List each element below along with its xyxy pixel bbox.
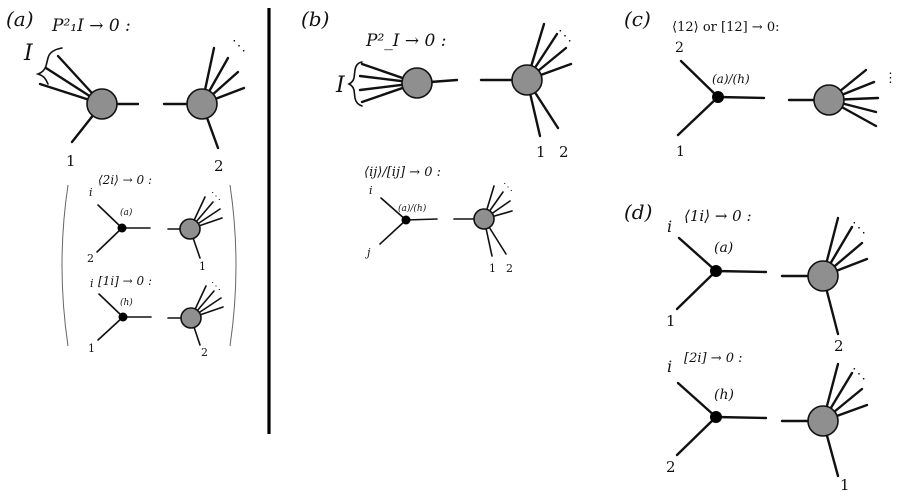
panel-d-bottom-vertex-label: (h) xyxy=(714,387,734,403)
panel-c-leg-top-label: 2 xyxy=(675,40,684,56)
panel-d-tag: (d) xyxy=(624,200,652,224)
panel-a-sub2-vertex-label: (h) xyxy=(120,297,133,308)
panel-b-right-blob-diagram: ⋱ 1 2 xyxy=(479,22,573,161)
panel-b-sub-leg2: 2 xyxy=(506,262,513,275)
svg-text:⋱: ⋱ xyxy=(503,182,513,193)
panel-c-condition: ⟨12⟩ or [12] → 0: xyxy=(672,20,780,35)
panel-a-sub1-leg-j: 2 xyxy=(87,252,94,265)
panel-b-leg1-label: 1 xyxy=(536,143,546,161)
panel-b-tag: (b) xyxy=(301,7,329,31)
panel-a-sub2-condition: [1i] → 0 : xyxy=(98,274,152,288)
panel-a-sub1-blob xyxy=(179,218,201,240)
panel-c: (c) ⟨12⟩ or [12] → 0: 2 1 (a)/(h) ⋮ xyxy=(624,7,897,160)
panel-a-set-label: I xyxy=(23,41,34,66)
panel-c-blob xyxy=(813,84,845,116)
panel-c-vertex xyxy=(712,91,724,103)
panel-b-left-blob-diagram xyxy=(358,62,459,104)
panel-d-top-vertex-label: (a) xyxy=(714,240,733,256)
panel-b-sub-leg1: 1 xyxy=(489,262,496,275)
panel-a-sub2-blob xyxy=(180,307,202,329)
panel-d-bottom-vertex xyxy=(710,411,722,423)
svg-text:⋱: ⋱ xyxy=(211,191,221,202)
panel-d-top-leg-out: 2 xyxy=(834,337,844,355)
panel-b-sub-vertex xyxy=(401,215,411,225)
panel-b-set-label: I xyxy=(335,73,346,98)
panel-b: (b) P²_I → 0 : I ⋱ 1 2 ⟨ij⟩/[ij] → 0 xyxy=(301,7,573,275)
panel-d-bottom-leg-j: 2 xyxy=(666,458,676,476)
panel-d-bottom-leg-out: 1 xyxy=(840,476,850,494)
panel-a-sub2-leg-out: 2 xyxy=(201,346,208,359)
panel-b-right-blob xyxy=(511,64,543,96)
panel-b-leg2-label: 2 xyxy=(559,143,569,161)
panel-a-sub1: ⟨2i⟩ → 0 : i 2 (a) ⋱ 1 xyxy=(87,173,223,273)
panel-a-sub2-vertex xyxy=(118,312,128,322)
panel-d-bottom-leg-i: i xyxy=(667,357,672,376)
panel-a-left-blob xyxy=(86,88,118,120)
panel-a-left-paren xyxy=(61,184,69,347)
svg-text:⋱: ⋱ xyxy=(852,366,866,382)
panel-b-left-blob xyxy=(401,67,433,99)
panel-a-sub1-vertex-label: (a) xyxy=(120,207,133,218)
panel-d-top-leg-j: 1 xyxy=(666,312,676,330)
panel-c-blob-diagram: ⋮ xyxy=(787,68,897,128)
panel-b-sub-leg-i: i xyxy=(369,184,373,197)
panel-d-bottom-condition: [2i] → 0 : xyxy=(684,351,743,366)
panel-a-sub1-vertex xyxy=(117,223,127,233)
panel-a-sub1-condition: ⟨2i⟩ → 0 : xyxy=(98,173,152,187)
panel-d-top-vertex xyxy=(710,265,722,277)
panel-c-tag: (c) xyxy=(624,7,651,31)
panel-b-sub-condition: ⟨ij⟩/[ij] → 0 : xyxy=(364,165,441,180)
svg-text:⋱: ⋱ xyxy=(852,220,866,236)
panel-a-brace xyxy=(35,47,63,85)
panel-d-top-blob xyxy=(807,260,839,292)
panel-a-dots: ⋱ xyxy=(232,38,246,54)
panel-c-vertex-label: (a)/(h) xyxy=(712,72,750,86)
panel-a-sub2-leg-i: i xyxy=(90,277,94,290)
panel-d-top: ⟨1i⟩ → 0 : i 1 (a) ⋱ 2 xyxy=(666,207,869,355)
panel-a-leg2-label: 2 xyxy=(214,157,224,175)
svg-text:⋮: ⋮ xyxy=(884,71,897,86)
panel-a-sub2-leg-j: 1 xyxy=(88,342,95,355)
panel-c-leg-bottom-label: 1 xyxy=(676,144,685,160)
panel-a-right-blob-diagram: ⋱ 2 xyxy=(162,38,246,175)
panel-a-right-paren xyxy=(229,184,237,347)
panel-a-sub1-leg-out: 1 xyxy=(199,260,206,273)
panel-d-bottom-blob xyxy=(807,405,839,437)
panel-d-top-leg-i: i xyxy=(667,217,672,236)
panel-d-top-condition: ⟨1i⟩ → 0 : xyxy=(684,207,752,225)
panel-a-leg1-label: 1 xyxy=(66,152,76,170)
panel-a-right-blob xyxy=(186,88,218,120)
svg-text:⋱: ⋱ xyxy=(558,28,572,44)
panel-d-bottom: [2i] → 0 : i 2 (h) ⋱ 1 xyxy=(666,351,869,494)
panel-b-sub-vertex-label: (a)/(h) xyxy=(398,203,427,214)
panel-b-sub: ⟨ij⟩/[ij] → 0 : i j (a)/(h) ⋱ 1 2 xyxy=(364,165,513,275)
panel-a-condition: P²₁I → 0 : xyxy=(51,16,131,36)
panel-a-left-blob-diagram: 1 xyxy=(38,54,140,170)
panel-a-sub1-leg-i: i xyxy=(89,186,93,199)
svg-text:⋱: ⋱ xyxy=(211,281,221,292)
panel-a-tag: (a) xyxy=(6,7,34,31)
panel-a-sub2: i [1i] → 0 : 1 (h) ⋱ 2 xyxy=(88,274,224,359)
panel-b-sub-leg-j: j xyxy=(364,246,371,259)
panel-a: (a) P²₁I → 0 : I 1 ⋱ 2 xyxy=(6,7,246,359)
panel-b-condition: P²_I → 0 : xyxy=(365,31,446,51)
panel-d: (d) ⟨1i⟩ → 0 : i 1 (a) ⋱ 2 [2i] → 0 : i … xyxy=(624,200,869,494)
panel-b-sub-blob xyxy=(473,208,495,230)
panel-b-brace xyxy=(347,61,363,107)
